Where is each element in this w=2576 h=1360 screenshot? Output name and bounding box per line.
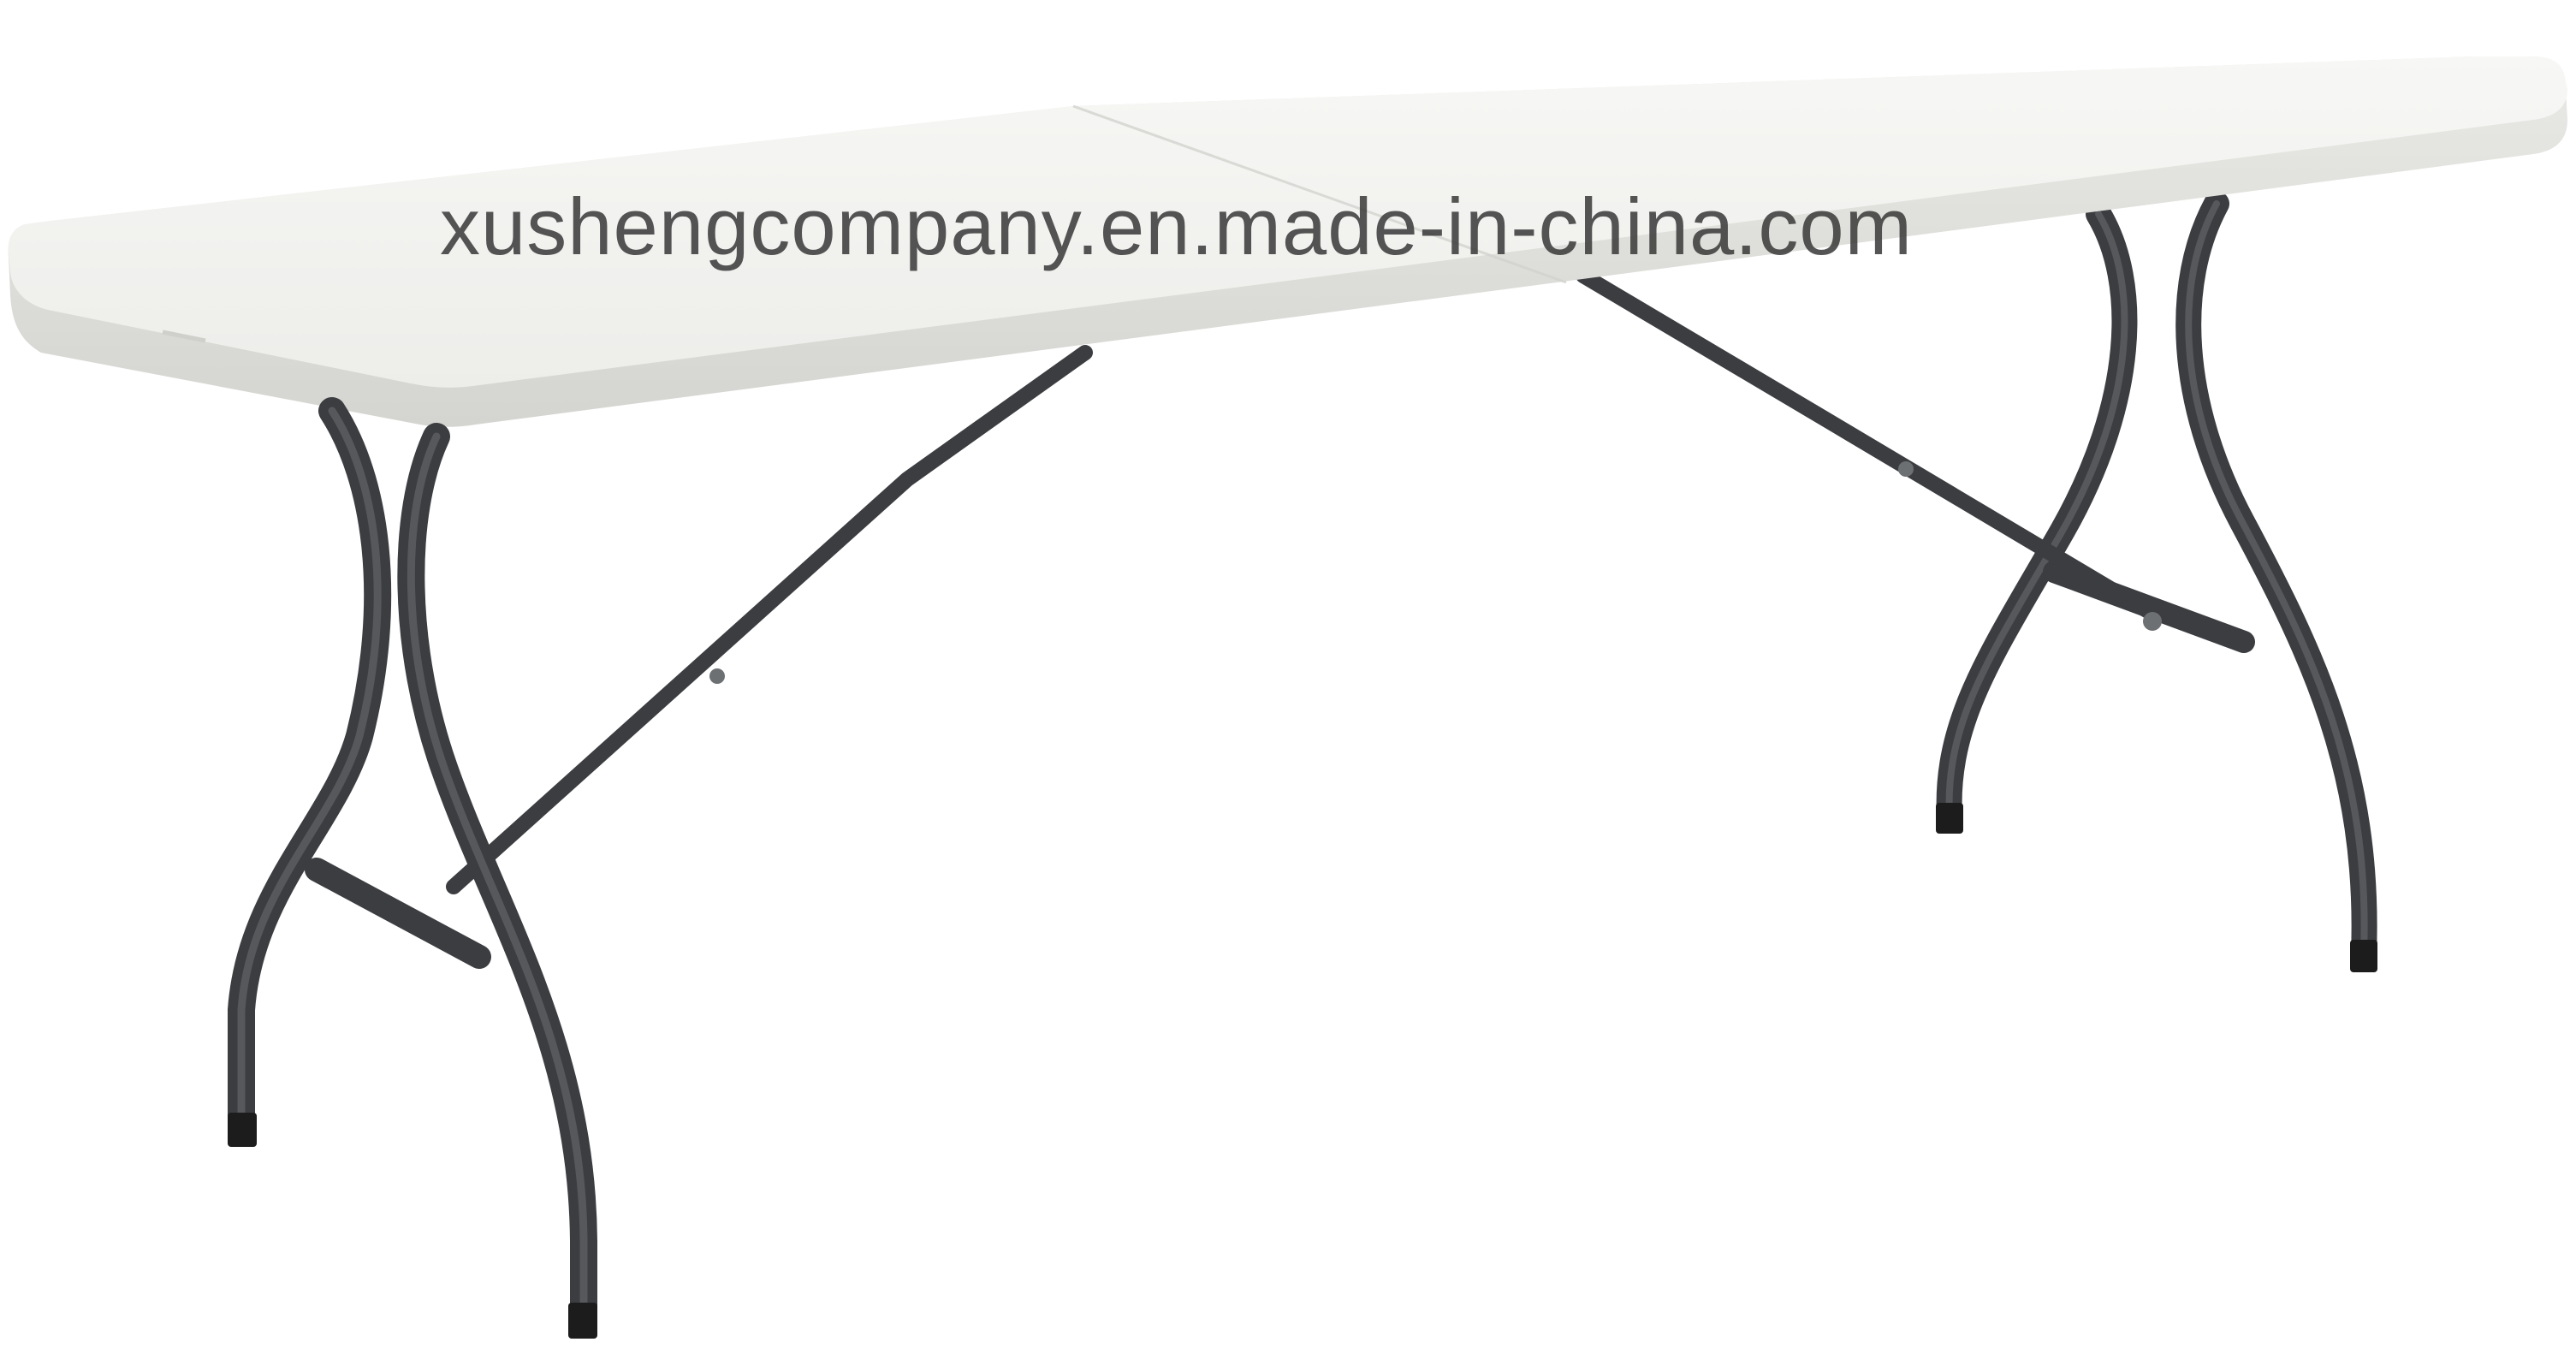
watermark-text: xushengcompany.en.made-in-china.com: [440, 181, 1913, 271]
tabletop: [8, 56, 2567, 427]
brace-bars: [446, 268, 2164, 894]
back-right-foot-left: [1936, 803, 1963, 834]
back-right-leg: [1936, 191, 2377, 967]
back-right-foot-right: [2350, 940, 2377, 972]
front-left-leg: [228, 397, 597, 1332]
front-left-foot-left: [228, 1113, 257, 1147]
front-left-foot-right: [568, 1303, 597, 1339]
